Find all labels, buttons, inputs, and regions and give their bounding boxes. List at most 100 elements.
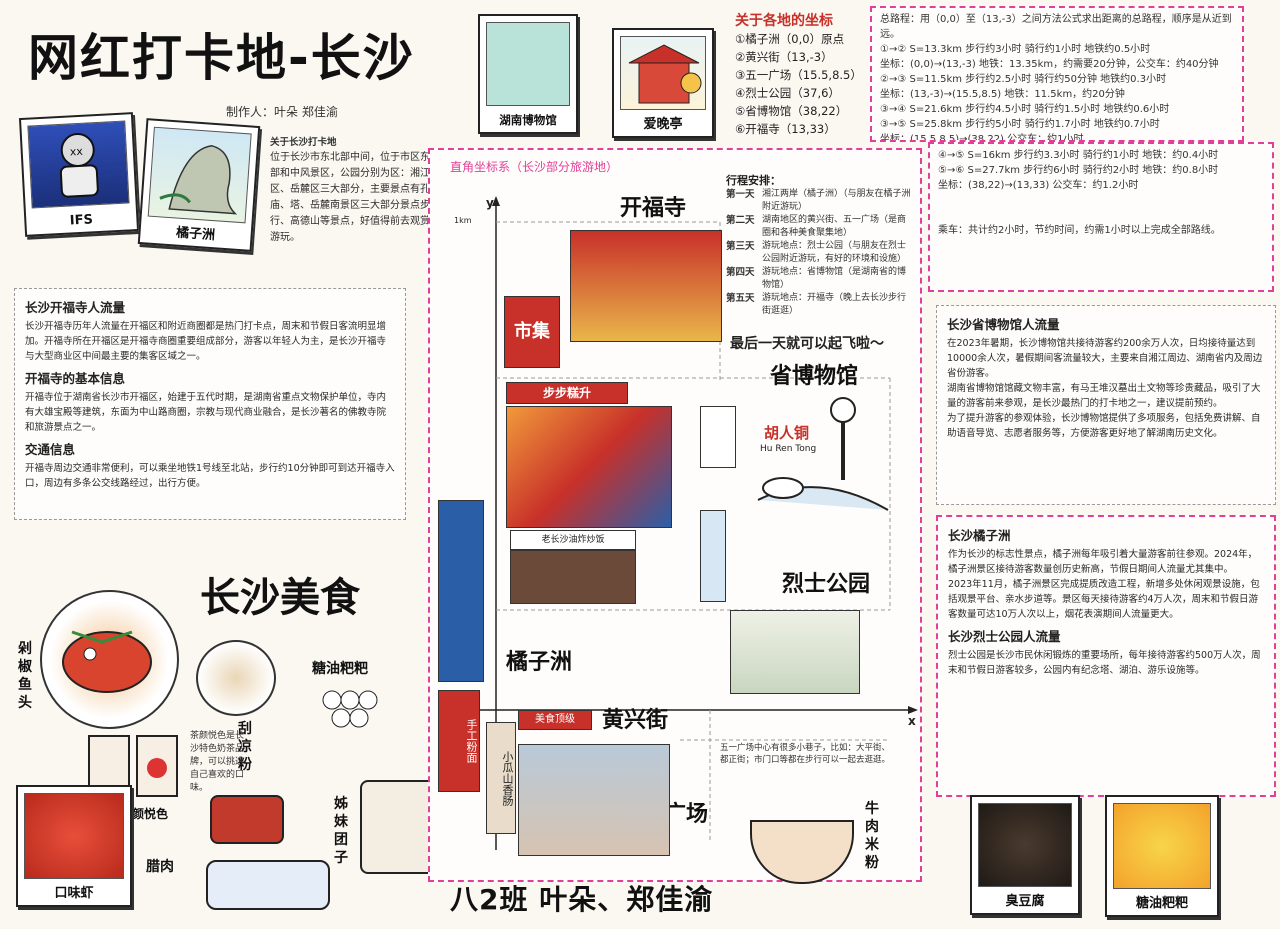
juzi-section: 长沙橘子洲 作为长沙的标志性景点，橘子洲每年吸引着大量游客前往参观。2024年，… xyxy=(936,515,1276,797)
juzi-p1: 作为长沙的标志性景点，橘子洲每年吸引着大量游客前往参观。2024年，橘子洲景区接… xyxy=(948,549,1258,575)
fish-head-icon xyxy=(62,630,152,693)
niurou-label: 牛肉米粉 xyxy=(865,801,879,871)
coord-item: ③五一广场（15.5,8.5） xyxy=(735,68,862,82)
rice-noodle-plate-icon xyxy=(206,860,330,910)
shop-front-icon xyxy=(510,550,636,604)
traffic-title: 交通信息 xyxy=(25,442,76,457)
route-line: 乘车：共计约2小时，节约时间，约需1小时以上完成全部路线。 xyxy=(938,225,1221,236)
liangfen-bowl xyxy=(196,640,276,716)
liangfen-label: 刮凉粉 xyxy=(238,721,252,773)
itinerary-day: 第二天 湖南地区的黄兴街、五一广场（是商圈和各种美食聚集地） xyxy=(726,214,912,240)
choudoufu-photo xyxy=(978,803,1072,887)
huren-en-label: Hu Ren Tong xyxy=(760,444,817,454)
route-line: ②→③ S=11.5km 步行约2.5小时 骑行约50分钟 地铁约0.3小时 xyxy=(880,74,1167,85)
kaifusi-temple-icon xyxy=(570,230,722,342)
meishi-sign: 美食顶级 xyxy=(518,710,592,730)
itinerary-finale: 最后一天就可以起飞啦～ xyxy=(730,336,884,352)
museum-p3: 为了提升游客的参观体验，长沙博物馆提供了多项服务，包括免费讲解、自助语音导览、志… xyxy=(947,413,1261,439)
day-text: 游玩地点：烈士公园（与朋友在烈士公园附近游玩，有好的环境和设施） xyxy=(762,241,907,264)
wuyi-scene-icon xyxy=(518,744,670,856)
place-huangxing: 黄兴街 xyxy=(602,708,669,733)
duojiao-label: 剁椒鱼头 xyxy=(18,641,32,711)
route-line: 坐标：(38,22)→(13,33) 公交车：约1.2小时 xyxy=(938,180,1139,191)
tangyou-photo xyxy=(1113,803,1211,889)
tangyou-caption: 糖油粑粑 xyxy=(1135,896,1188,911)
kaifusi-p2: 开福寺位于湖南省长沙市开福区，始建于五代时期，是湖南省重点文物保护单位，寺内有大… xyxy=(25,392,387,433)
intro-heading: 关于长沙打卡地 xyxy=(270,137,337,148)
kouweixia-card: 口味虾 xyxy=(16,785,132,907)
place-kaifusi: 开福寺 xyxy=(620,196,687,221)
huren-label: 胡人铜 xyxy=(764,424,810,442)
kaifusi-section: 长沙开福寺人流量 长沙开福寺历年人流量在开福区和附近商圈都是热门打卡点，周末和节… xyxy=(14,288,406,520)
x-axis-label: x xyxy=(908,714,916,728)
route-line: 总路程：用（0,0）至（13,-3）之间方法公式求出距离的总路程，顺序是从近到远… xyxy=(880,14,1232,40)
jiemei-label: 姊妹团子 xyxy=(334,796,348,866)
coord-item: ⑤省博物馆（38,22） xyxy=(735,104,848,118)
kouweixia-label: 口味虾 xyxy=(54,886,94,901)
chayan-note: 茶颜悦色是长沙特色奶茶品牌，可以挑选自己喜欢的口味。 xyxy=(190,731,245,793)
juzi-title: 长沙橘子洲 xyxy=(948,528,1011,543)
day-text: 游玩地点：省博物馆（是湖南省的博物馆） xyxy=(762,267,907,290)
photo-juzizhou: 橘子洲 xyxy=(137,118,261,252)
lieshi-title: 长沙烈士公园人流量 xyxy=(948,629,1061,644)
svg-text:xx: xx xyxy=(69,145,83,159)
credit-line: 制作人：叶朵 郑佳渝 xyxy=(226,105,338,119)
xiaogua-sign: 小瓜山香肠 xyxy=(486,722,516,834)
footer-class-names: 八2班 叶朵、郑佳渝 xyxy=(450,883,714,916)
lieshi-p: 烈士公园是长沙市民休闲锻炼的重要场所，每年接待游客约500万人次，周末和节假日游… xyxy=(948,650,1261,676)
day-text: 湖南地区的黄兴街、五一广场（是商圈和各种美食聚集地） xyxy=(762,215,907,238)
shougong-sign: 手工粉面 xyxy=(438,690,480,792)
itinerary-day: 第三天 游玩地点：烈士公园（与朋友在烈士公园附近游玩，有好的环境和设施） xyxy=(726,240,912,266)
itinerary: 行程安排： 第一天 湘江两岸（橘子洲）（与朋友在橘子洲附近游玩） 第二天 湖南地… xyxy=(726,172,912,318)
kaifusi-title: 长沙开福寺人流量 xyxy=(25,300,126,315)
museum-exhibit-icon xyxy=(700,406,736,468)
photo-choudoufu: 臭豆腐 xyxy=(970,795,1080,915)
route-line: ③→④ S=21.6km 步行约4.5小时 骑行约1.5小时 地铁约0.6小时 xyxy=(880,104,1170,115)
coord-item: ④烈士公园（37,6） xyxy=(735,86,840,100)
juzi-p2: 2023年11月，橘子洲景区完成提质改造工程，新增多处休闲观景设施，包括观景平台… xyxy=(948,579,1260,620)
blue-banner-icon xyxy=(438,500,484,682)
choudoufu-caption: 臭豆腐 xyxy=(1005,894,1045,909)
museum-caption: 湖南博物馆 xyxy=(499,113,557,127)
intro-block: 关于长沙打卡地 位于长沙市东北部中间，位于市区东部和中风景区，公园分别为区：湘江… xyxy=(270,136,430,246)
larou-label: 腊肉 xyxy=(146,859,174,875)
page-title: 网红打卡地-长沙 xyxy=(28,29,415,87)
day-label: 第一天 xyxy=(726,189,755,200)
coords-title: 关于各地的坐标 xyxy=(735,13,833,29)
traffic-text: 开福寺周边交通非常便利，可以乘坐地铁1号线至北站，步行约10分钟即可到达开福寺入… xyxy=(25,463,395,489)
aiwanting-photo xyxy=(620,36,706,110)
y-axis-label: y xyxy=(486,196,494,210)
map-title: 直角坐标系（长沙部分旅游地） xyxy=(450,160,619,174)
day-label: 第五天 xyxy=(726,293,755,304)
chayan-label: 茶颜悦色 xyxy=(120,807,169,821)
park-photo-icon xyxy=(730,610,860,694)
itinerary-day: 第五天 游玩地点：开福寺（晚上去长沙步行街逛逛） xyxy=(726,292,912,318)
tangyou-icon xyxy=(322,690,378,728)
ifs-caption: IFS xyxy=(69,212,94,229)
kaifusi-p1: 长沙开福寺历年人流量在开福区和附近商圈都是热门打卡点，周末和节假日客流明显增加。… xyxy=(25,321,387,362)
bronze-figure xyxy=(748,390,898,544)
route-line: 坐标：(0,0)→(13,-3) 地铁：13.35km，约需要20分钟，公交车：… xyxy=(880,59,1219,70)
street-scene-icon xyxy=(506,406,672,528)
juzizhou-caption: 橘子洲 xyxy=(175,225,216,244)
coords-block: 关于各地的坐标 ①橘子洲（0,0）原点 ②黄兴街（13,-3） ③五一广场（15… xyxy=(735,10,865,138)
route-line: 坐标：(15.5,8.5)→(38,22) 公交车：约1小时 xyxy=(880,134,1084,142)
kaws-figure-icon: xx xyxy=(59,133,99,198)
wuyi-note: 五一广场中心有很多小巷子，比如：大平街、都正街；市门口等都在步行可以一起去逛逛。 xyxy=(720,743,891,765)
food-title: 长沙美食 xyxy=(200,575,360,621)
coord-item: ①橘子洲（0,0）原点 xyxy=(735,32,845,46)
day-label: 第二天 xyxy=(726,215,755,226)
hurentong-icon xyxy=(757,397,889,511)
duojiao-plate xyxy=(40,590,179,729)
day-label: 第四天 xyxy=(726,267,755,278)
museum-p2: 湖南省博物馆馆藏文物丰富，有马王堆汉墓出土文物等珍贵藏品，吸引了大量的游客前来参… xyxy=(947,383,1261,409)
pavilion-icon xyxy=(628,44,702,104)
bubu-sign: 步步糕升 xyxy=(506,382,628,404)
kaifusi-info-title: 开福寺的基本信息 xyxy=(25,371,126,386)
photo-museum: 湖南博物馆 xyxy=(478,14,578,134)
route-line: ①→② S=13.3km 步行约3小时 骑行约1小时 地铁约0.5小时 xyxy=(880,44,1151,55)
larou-icon xyxy=(210,795,284,844)
coord-item: ②黄兴街（13,-3） xyxy=(735,50,833,64)
route-line: 坐标：(13,-3)→(15.5,8.5) 地铁：11.5km，约20分钟 xyxy=(880,89,1125,100)
scale-label: 1km xyxy=(454,216,472,225)
